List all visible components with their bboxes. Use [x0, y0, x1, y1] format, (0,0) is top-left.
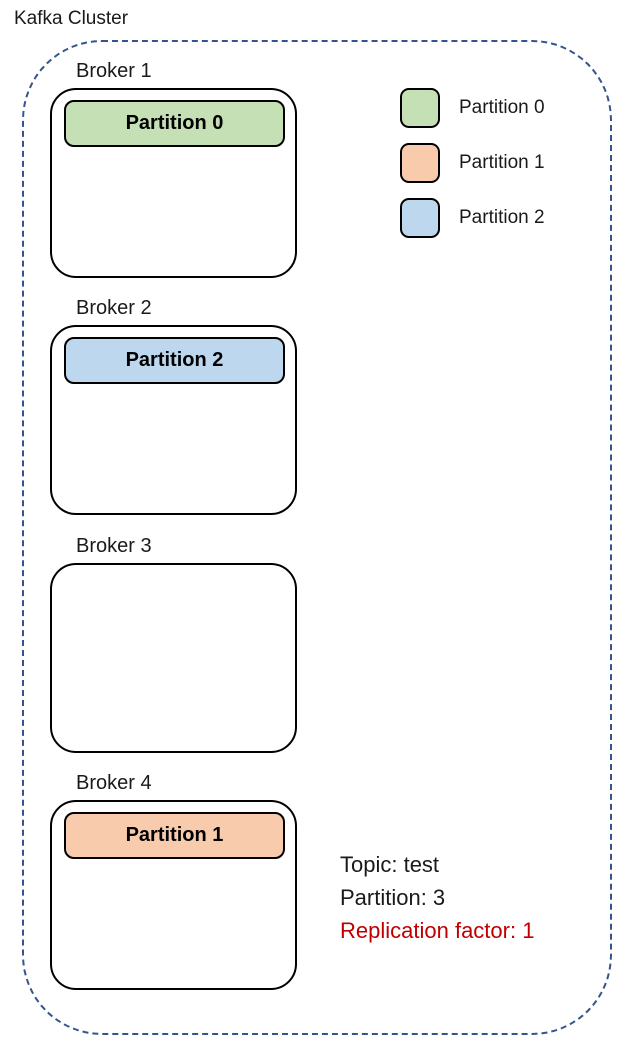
broker-2-label: Broker 2: [76, 297, 152, 319]
broker-1-box: Partition 0: [50, 88, 297, 278]
partition-1-swatch: [400, 143, 440, 183]
broker-4-box: Partition 1: [50, 800, 297, 990]
partition-0-swatch: [400, 88, 440, 128]
legend-label-partition-1: Partition 1: [459, 152, 545, 173]
cluster-title: Kafka Cluster: [14, 8, 129, 29]
broker-3-label: Broker 3: [76, 535, 152, 557]
replication-factor-line: Replication factor: 1: [340, 918, 535, 943]
legend-label-partition-0: Partition 0: [459, 97, 545, 118]
broker-3-box: [50, 563, 297, 753]
broker-2-box: Partition 2: [50, 325, 297, 515]
partition-count-line: Partition: 3: [340, 885, 446, 910]
cluster-boundary: [22, 40, 612, 1035]
partition-1-bar: Partition 1: [64, 812, 285, 859]
topic-info: Topic: test Partition: 3 Replication fac…: [340, 848, 534, 947]
topic-name-line: Topic: test: [340, 852, 440, 877]
broker-4-group: Broker 4 Partition 1: [50, 770, 297, 990]
partition-2-swatch: [400, 198, 440, 238]
broker-1-label: Broker 1: [76, 60, 152, 82]
legend-item-partition-1: Partition 1: [400, 143, 545, 183]
broker-1-group: Broker 1 Partition 0: [50, 58, 297, 278]
partition-2-bar: Partition 2: [64, 337, 285, 384]
legend-item-partition-0: Partition 0: [400, 88, 545, 128]
legend: Partition 0 Partition 1 Partition 2: [400, 88, 545, 253]
legend-label-partition-2: Partition 2: [459, 207, 545, 228]
legend-item-partition-2: Partition 2: [400, 198, 545, 238]
broker-2-group: Broker 2 Partition 2: [50, 295, 297, 515]
broker-4-label: Broker 4: [76, 772, 152, 794]
partition-0-bar: Partition 0: [64, 100, 285, 147]
broker-3-group: Broker 3: [50, 533, 297, 753]
